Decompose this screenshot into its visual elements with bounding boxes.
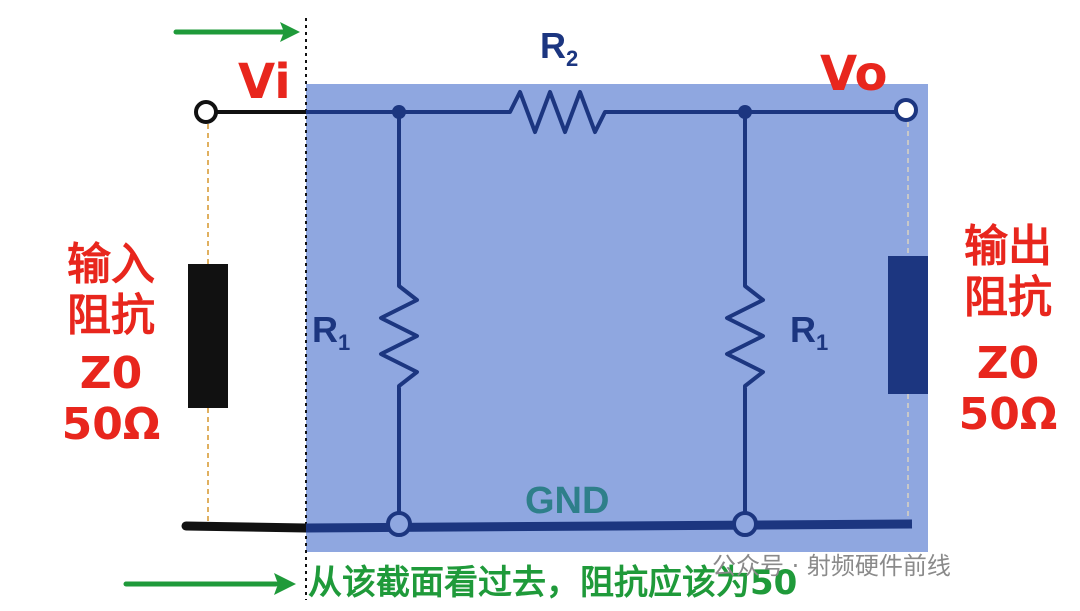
gnd-label: GND	[525, 480, 610, 522]
ground-line-left	[181, 521, 311, 533]
bottom-arrow	[123, 573, 296, 595]
output-port-terminal	[894, 98, 918, 122]
network-highlight-box	[306, 84, 928, 552]
r1-right-label: R1	[790, 309, 829, 355]
input-impedance-block	[188, 264, 228, 408]
ground-terminal-left	[386, 511, 412, 537]
output-impedance-line1: 输出	[964, 221, 1052, 272]
input-impedance-line4: 50Ω	[61, 398, 161, 450]
vo-label: Vo	[820, 46, 888, 102]
output-impedance-block	[888, 256, 928, 394]
input-impedance-line2: 阻抗	[67, 289, 155, 341]
r2-label: R2	[540, 25, 579, 71]
vi-label: Vi	[238, 54, 291, 110]
output-impedance-label: 输出 阻抗 Z0 50Ω	[936, 221, 1080, 440]
resistor-r1-right	[725, 278, 765, 392]
output-impedance-line2: 阻抗	[964, 271, 1052, 323]
input-port-terminal	[194, 100, 218, 124]
junction-dot-right	[738, 105, 752, 119]
input-impedance-line1: 输入	[67, 239, 155, 290]
watermark-text: 公众号 · 射频硬件前线	[712, 552, 951, 580]
resistor-r2	[500, 90, 616, 134]
top-arrow	[173, 22, 300, 42]
input-impedance-label: 输入 阻抗 Z0 50Ω	[36, 239, 186, 450]
input-impedance-line3: Z0	[79, 348, 143, 400]
resistor-r1-left	[379, 278, 419, 392]
caption-text: 从该截面看过去，阻抗应该为50	[308, 563, 798, 603]
output-impedance-line3: Z0	[976, 338, 1040, 390]
junction-dot-left	[392, 105, 406, 119]
output-impedance-line4: 50Ω	[958, 388, 1058, 440]
ground-terminal-right	[732, 511, 758, 537]
r1-left-label: R1	[312, 309, 351, 355]
